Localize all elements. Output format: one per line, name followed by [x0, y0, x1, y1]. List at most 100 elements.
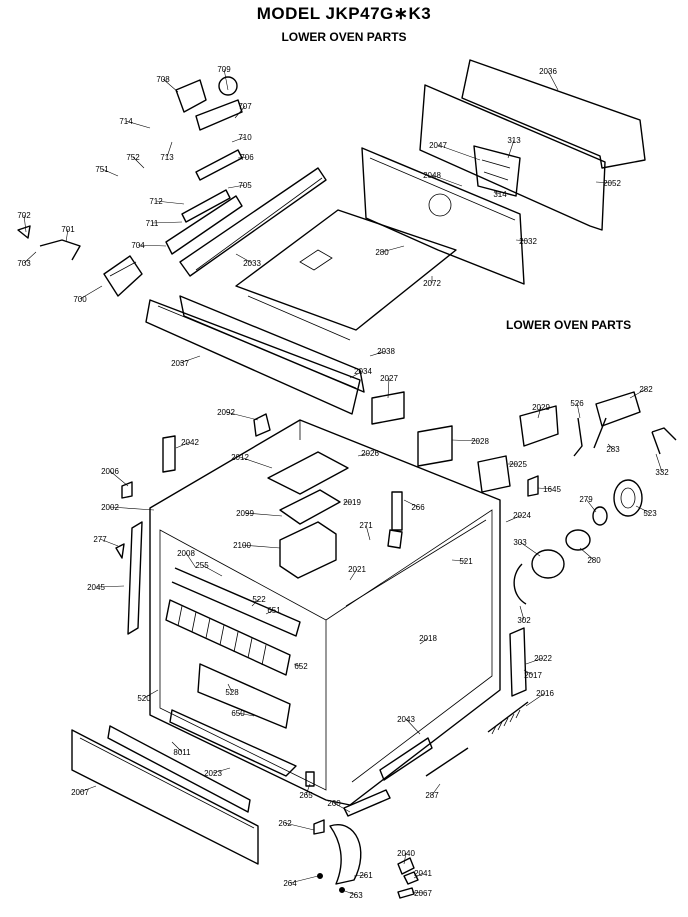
callout-leader-263 — [341, 889, 357, 896]
callout-leader-302 — [519, 605, 525, 621]
hinge-receiver-260 — [329, 789, 391, 885]
fastener-2041 — [403, 871, 419, 885]
part-callout-282: 282 — [639, 385, 653, 394]
part-callout-2100: 2100 — [233, 541, 251, 550]
callout-leader-2092 — [225, 411, 259, 421]
spring-clip-702 — [17, 225, 31, 239]
vent-tube-266 — [387, 491, 403, 549]
sensor-526 — [573, 417, 583, 457]
part-callout-709: 709 — [217, 65, 231, 74]
part-callout-2034: 2034 — [354, 367, 372, 376]
bake-element-650 — [197, 663, 291, 729]
part-callout-2022: 2022 — [534, 654, 552, 663]
callout-leader-2021 — [349, 568, 358, 581]
callout-leader-287 — [431, 783, 441, 796]
part-callout-262: 262 — [278, 819, 292, 828]
part-callout-2023: 2023 — [204, 769, 222, 778]
callout-leader-277 — [99, 538, 119, 547]
part-callout-2072: 2072 — [423, 279, 441, 288]
callout-leader-2067 — [411, 891, 424, 894]
callout-leader-2007 — [79, 785, 97, 793]
oven-top-2072 — [235, 209, 457, 341]
callout-leader-2042 — [175, 441, 191, 449]
screw-264 — [317, 873, 323, 879]
callout-leader-2022 — [525, 657, 544, 665]
insulation-block-2100 — [279, 521, 337, 579]
callout-leader-2047 — [437, 144, 481, 161]
part-callout-707: 707 — [238, 102, 252, 111]
part-callout-2012: 2012 — [231, 453, 249, 462]
latch-handle-701 — [39, 239, 81, 261]
fastener-2040 — [397, 857, 415, 875]
callout-leader-2100 — [241, 544, 281, 549]
callout-leader-521 — [451, 559, 467, 562]
thermostat-282 — [593, 391, 641, 449]
callout-leader-280 — [381, 245, 405, 253]
part-callout-2027: 2027 — [380, 374, 398, 383]
sensor-bracket-2029 — [519, 405, 559, 447]
callout-leader-2041 — [413, 872, 424, 879]
callout-leader-2036 — [547, 70, 559, 91]
callout-leader-2040 — [403, 852, 407, 865]
callout-leader-2008 — [185, 552, 197, 569]
control-bracket-704 — [165, 195, 243, 255]
light-ring-523 — [613, 479, 643, 517]
part-callout-522: 522 — [252, 595, 266, 604]
hinge-pin-262 — [313, 819, 325, 835]
part-callout-271: 271 — [359, 521, 373, 530]
callout-leader-2026 — [357, 452, 371, 457]
part-callout-2021: 2021 — [348, 565, 366, 574]
callout-leader-2012 — [239, 456, 273, 469]
callout-leader-8011 — [171, 741, 183, 753]
part-callout-712: 712 — [149, 197, 163, 206]
callout-leader-704 — [137, 244, 167, 247]
support-2043 — [379, 737, 433, 781]
callout-leader-280 — [579, 547, 595, 561]
oven-cavity — [149, 419, 501, 806]
hinge-arm-287 — [425, 747, 469, 777]
part-callout-700: 700 — [73, 295, 87, 304]
callout-leader-2029 — [537, 406, 542, 419]
callout-leader-710 — [231, 136, 246, 143]
callout-leader-711 — [151, 221, 183, 224]
callout-leader-526 — [576, 402, 581, 419]
clip-1645 — [527, 475, 539, 497]
callout-leader-1645 — [537, 487, 553, 490]
part-callout-2024: 2024 — [513, 511, 531, 520]
oven-back-panel-2032 — [361, 147, 525, 285]
callout-leader-2048 — [431, 174, 463, 187]
callout-leader-651 — [265, 609, 275, 615]
callout-leader-713 — [166, 141, 173, 158]
part-callout-523: 523 — [643, 509, 657, 518]
callout-leader-264 — [289, 875, 319, 884]
callout-leader-700 — [79, 285, 103, 300]
side-section-label: LOWER OVEN PARTS — [506, 318, 632, 332]
part-callout-2025: 2025 — [509, 460, 527, 469]
part-callout-287: 287 — [425, 791, 439, 800]
part-callout-2047: 2047 — [429, 141, 447, 150]
callout-leader-520 — [143, 689, 159, 699]
callout-leader-2043 — [405, 718, 421, 735]
callout-leader-702 — [23, 214, 27, 233]
part-callout-280: 280 — [375, 248, 389, 257]
callout-leader-303 — [519, 541, 541, 557]
callout-leader-2006 — [109, 470, 129, 487]
callout-leader-701 — [65, 228, 69, 243]
part-callout-2042: 2042 — [181, 438, 199, 447]
part-callout-701: 701 — [61, 225, 75, 234]
part-callout-314: 314 — [493, 190, 507, 199]
callout-leader-2018 — [419, 637, 429, 645]
part-callout-265: 265 — [299, 791, 313, 800]
part-callout-2099: 2099 — [236, 509, 254, 518]
duct-2027 — [371, 391, 405, 425]
callout-leader-703 — [23, 251, 37, 264]
wire-332 — [651, 427, 677, 455]
callout-leader-2045 — [95, 585, 125, 588]
part-callout-8011: 8011 — [173, 748, 191, 757]
callout-leader-708 — [162, 78, 179, 93]
callout-leader-2028 — [451, 439, 481, 442]
model-title: MODEL JKP47G∗K3 — [256, 4, 432, 23]
part-callout-714: 714 — [119, 117, 133, 126]
callout-leader-265 — [305, 783, 311, 796]
part-callout-2016: 2016 — [536, 689, 554, 698]
